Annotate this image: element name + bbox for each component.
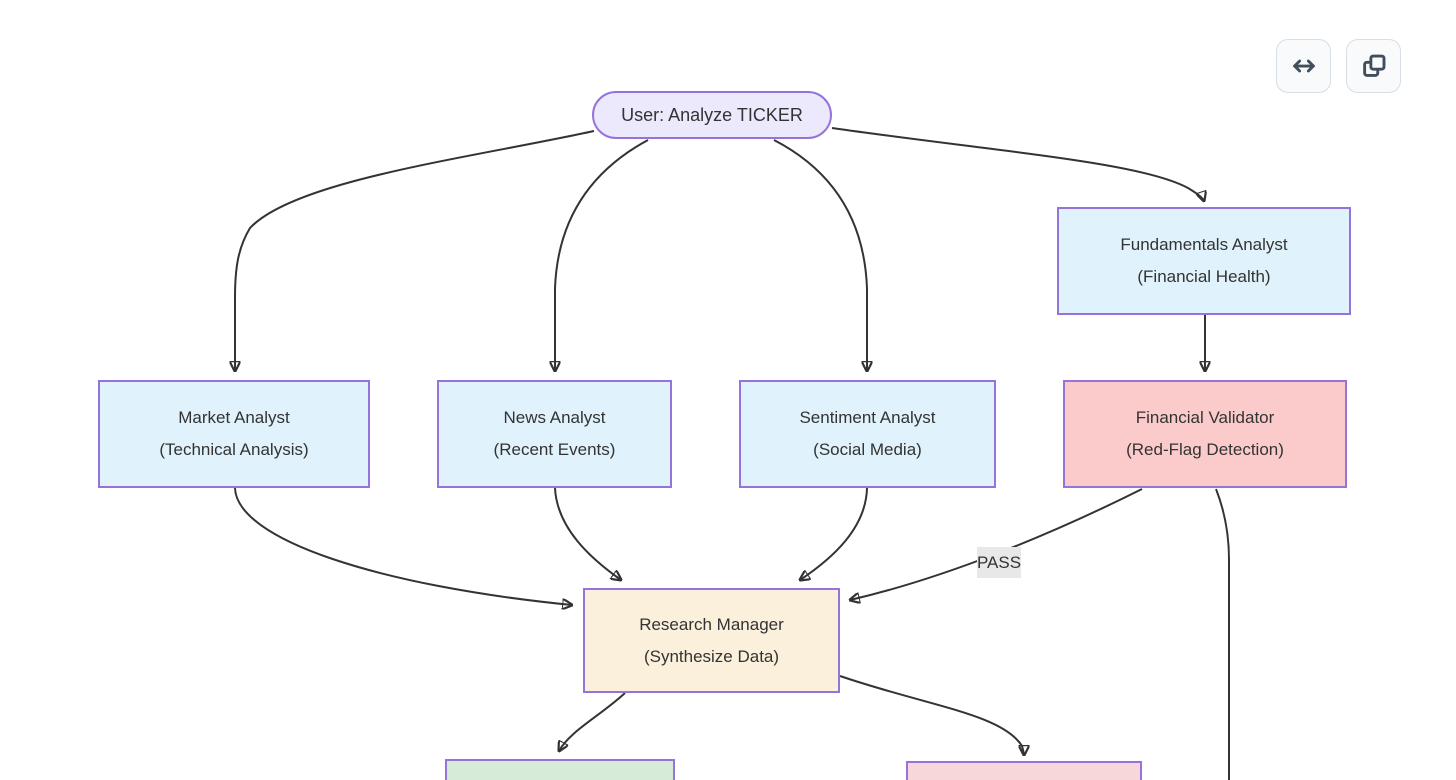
node-user: User: Analyze TICKER xyxy=(592,91,832,139)
node-bottom-right-partial xyxy=(906,761,1142,780)
node-news-analyst-line1: News Analyst xyxy=(503,408,606,427)
expand-diagram-button[interactable] xyxy=(1276,39,1331,93)
node-financial-validator-line1: Financial Validator xyxy=(1135,408,1275,427)
node-user-label: User: Analyze TICKER xyxy=(621,105,803,125)
node-news-analyst: News Analyst (Recent Events) xyxy=(437,380,672,488)
edge-label-pass: PASS xyxy=(977,547,1021,578)
node-research-manager: Research Manager (Synthesize Data) xyxy=(583,588,840,693)
node-fundamentals-analyst-line1: Fundamentals Analyst xyxy=(1120,235,1288,254)
node-market-analyst-line1: Market Analyst xyxy=(178,408,290,427)
edge-validator-manager-pass xyxy=(850,488,1143,600)
node-news-analyst-line2: (Recent Events) xyxy=(493,440,616,459)
node-sentiment-analyst-line2: (Social Media) xyxy=(813,440,922,459)
node-market-analyst: Market Analyst (Technical Analysis) xyxy=(98,380,370,488)
edge-manager-bottom-left xyxy=(559,692,626,751)
edge-user-sentiment xyxy=(773,139,867,371)
edge-market-manager xyxy=(234,487,572,605)
edge-user-market xyxy=(235,130,595,371)
edge-news-manager xyxy=(554,487,621,580)
node-bottom-left-partial xyxy=(445,759,675,780)
node-sentiment-analyst-line1: Sentiment Analyst xyxy=(799,408,936,427)
node-research-manager-line1: Research Manager xyxy=(639,614,784,634)
edge-sentiment-manager xyxy=(800,487,868,580)
node-sentiment-analyst: Sentiment Analyst (Social Media) xyxy=(739,380,996,488)
copy-diagram-button[interactable] xyxy=(1346,39,1401,93)
edge-validator-offscreen xyxy=(1215,488,1230,780)
node-market-analyst-line2: (Technical Analysis) xyxy=(159,440,309,459)
node-research-manager-line2: (Synthesize Data) xyxy=(643,646,780,666)
edge-user-fundamentals xyxy=(831,127,1204,201)
copy-icon xyxy=(1362,54,1385,77)
edge-manager-bottom-right xyxy=(839,675,1024,755)
node-financial-validator-line2: (Red-Flag Detection) xyxy=(1126,440,1284,459)
double-horizontal-arrow-icon xyxy=(1292,59,1315,73)
node-fundamentals-analyst-line2: (Financial Health) xyxy=(1137,267,1271,286)
node-fundamentals-analyst: Fundamentals Analyst (Financial Health) xyxy=(1057,207,1351,315)
node-financial-validator: Financial Validator (Red-Flag Detection) xyxy=(1063,380,1347,488)
edge-user-news xyxy=(555,139,649,371)
